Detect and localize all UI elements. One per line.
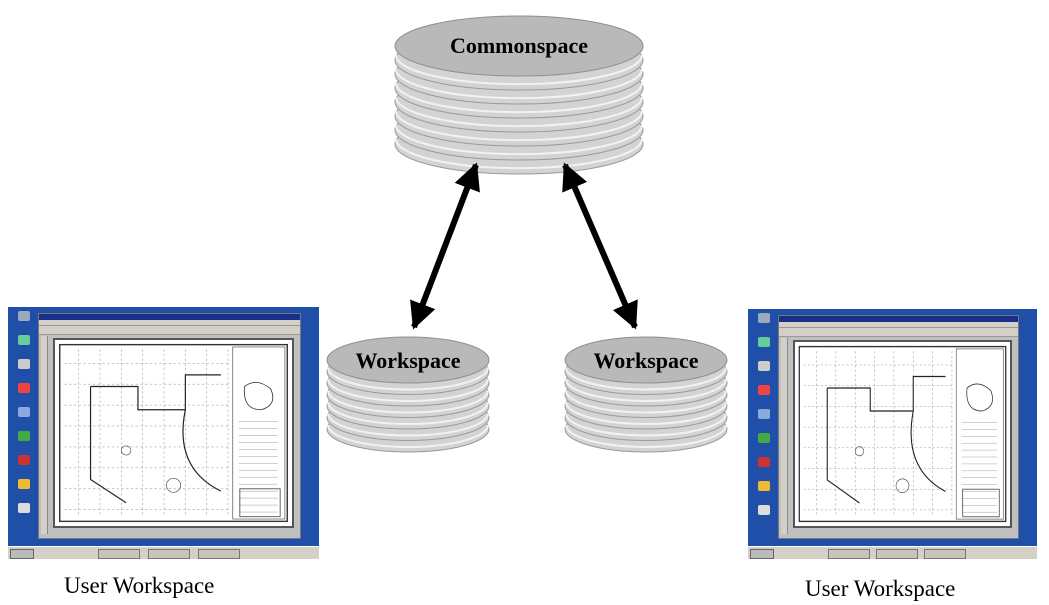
plan-line [59,343,288,523]
window-menubar [39,320,300,326]
disk-highlight [395,69,643,100]
commonspace-label: Commonspace [450,33,588,58]
user-workspace-caption-right: User Workspace [805,576,956,601]
disk-highlight [565,413,727,437]
recycle-icon [758,361,770,371]
folder-icon [758,481,770,491]
plan-line [166,477,181,493]
disk-highlight [395,97,643,128]
taskbar [748,546,1037,559]
disk-highlight [565,378,727,402]
start-button [750,549,774,559]
recycle-icon [18,359,30,369]
plan-line [854,446,865,457]
user-workspace-screenshot-right [748,309,1037,559]
plan-line [182,409,222,492]
app-icon [758,433,770,443]
document-icon [758,505,770,515]
disk-highlight [565,367,727,391]
window-toolbar [779,328,1018,337]
taskbar-button [876,549,918,559]
plan-line [826,388,860,504]
taskbar-button [924,549,966,559]
workspace-database-right [564,336,728,453]
app-icon [18,455,30,465]
window-side-toolbar [781,338,788,534]
floor-plan-drawing [53,338,294,528]
disk-highlight [395,111,643,142]
plan-line [243,382,274,411]
plan-line [966,383,993,412]
disk-top [394,15,644,77]
disk-highlight [327,367,489,391]
arrow-left-sync [410,162,480,330]
app-icon [758,385,770,395]
document-icon [18,503,30,513]
network-icon [758,337,770,347]
disk-highlight [327,424,489,448]
user-workspace-screenshot-left [8,307,319,559]
app-icon [758,457,770,467]
disk-highlight [327,413,489,437]
disk-top [326,336,490,384]
floor-plan-lines [798,345,1007,523]
plan-line [121,445,132,456]
window-menubar [779,322,1018,328]
app-icon [18,407,30,417]
floor-plan-lines [59,343,288,523]
plan-line [955,348,1004,520]
taskbar-button [98,549,140,559]
disk-highlight [565,424,727,448]
disk-highlight [327,401,489,425]
disk-top [564,336,728,384]
disk-highlight [565,401,727,425]
disk-highlight [395,83,643,114]
plan-line [89,386,127,504]
disk-highlight [327,378,489,402]
taskbar-button [198,549,240,559]
plan-line [232,346,286,520]
floor-plan-drawing [793,340,1012,528]
window-toolbar [39,326,300,335]
cad-application-window [778,315,1019,539]
plan-line [90,374,221,411]
cad-application-window [38,313,301,539]
window-titlebar [39,314,300,320]
taskbar-button [148,549,190,559]
plan-line [239,488,281,518]
commonspace-database [394,15,644,175]
app-icon [18,431,30,441]
workspace-database-left [326,336,490,453]
folder-icon [18,479,30,489]
disk-highlight [395,55,643,86]
workspace-right-label: Workspace [593,348,698,373]
workspace-left-label: Workspace [355,348,460,373]
disk-highlight [395,139,643,170]
window-side-toolbar [41,336,48,534]
plan-line [962,488,1000,518]
app-icon [758,409,770,419]
user-workspace-caption-left: User Workspace [64,573,215,598]
start-button [10,549,34,559]
window-titlebar [779,316,1018,322]
disk-highlight [395,125,643,156]
plan-line [827,375,946,412]
desktop-icons [751,313,777,529]
computer-icon [758,313,770,323]
computer-icon [18,311,30,321]
network-icon [18,335,30,345]
plan-line [895,478,910,493]
arrow-right-sync [562,162,638,330]
plan-line [798,345,1007,523]
taskbar [8,546,319,559]
app-icon [18,383,30,393]
disk-highlight [565,390,727,414]
taskbar-button [828,549,870,559]
disk-highlight [327,390,489,414]
desktop-icons [11,311,37,527]
plan-line [910,410,946,493]
